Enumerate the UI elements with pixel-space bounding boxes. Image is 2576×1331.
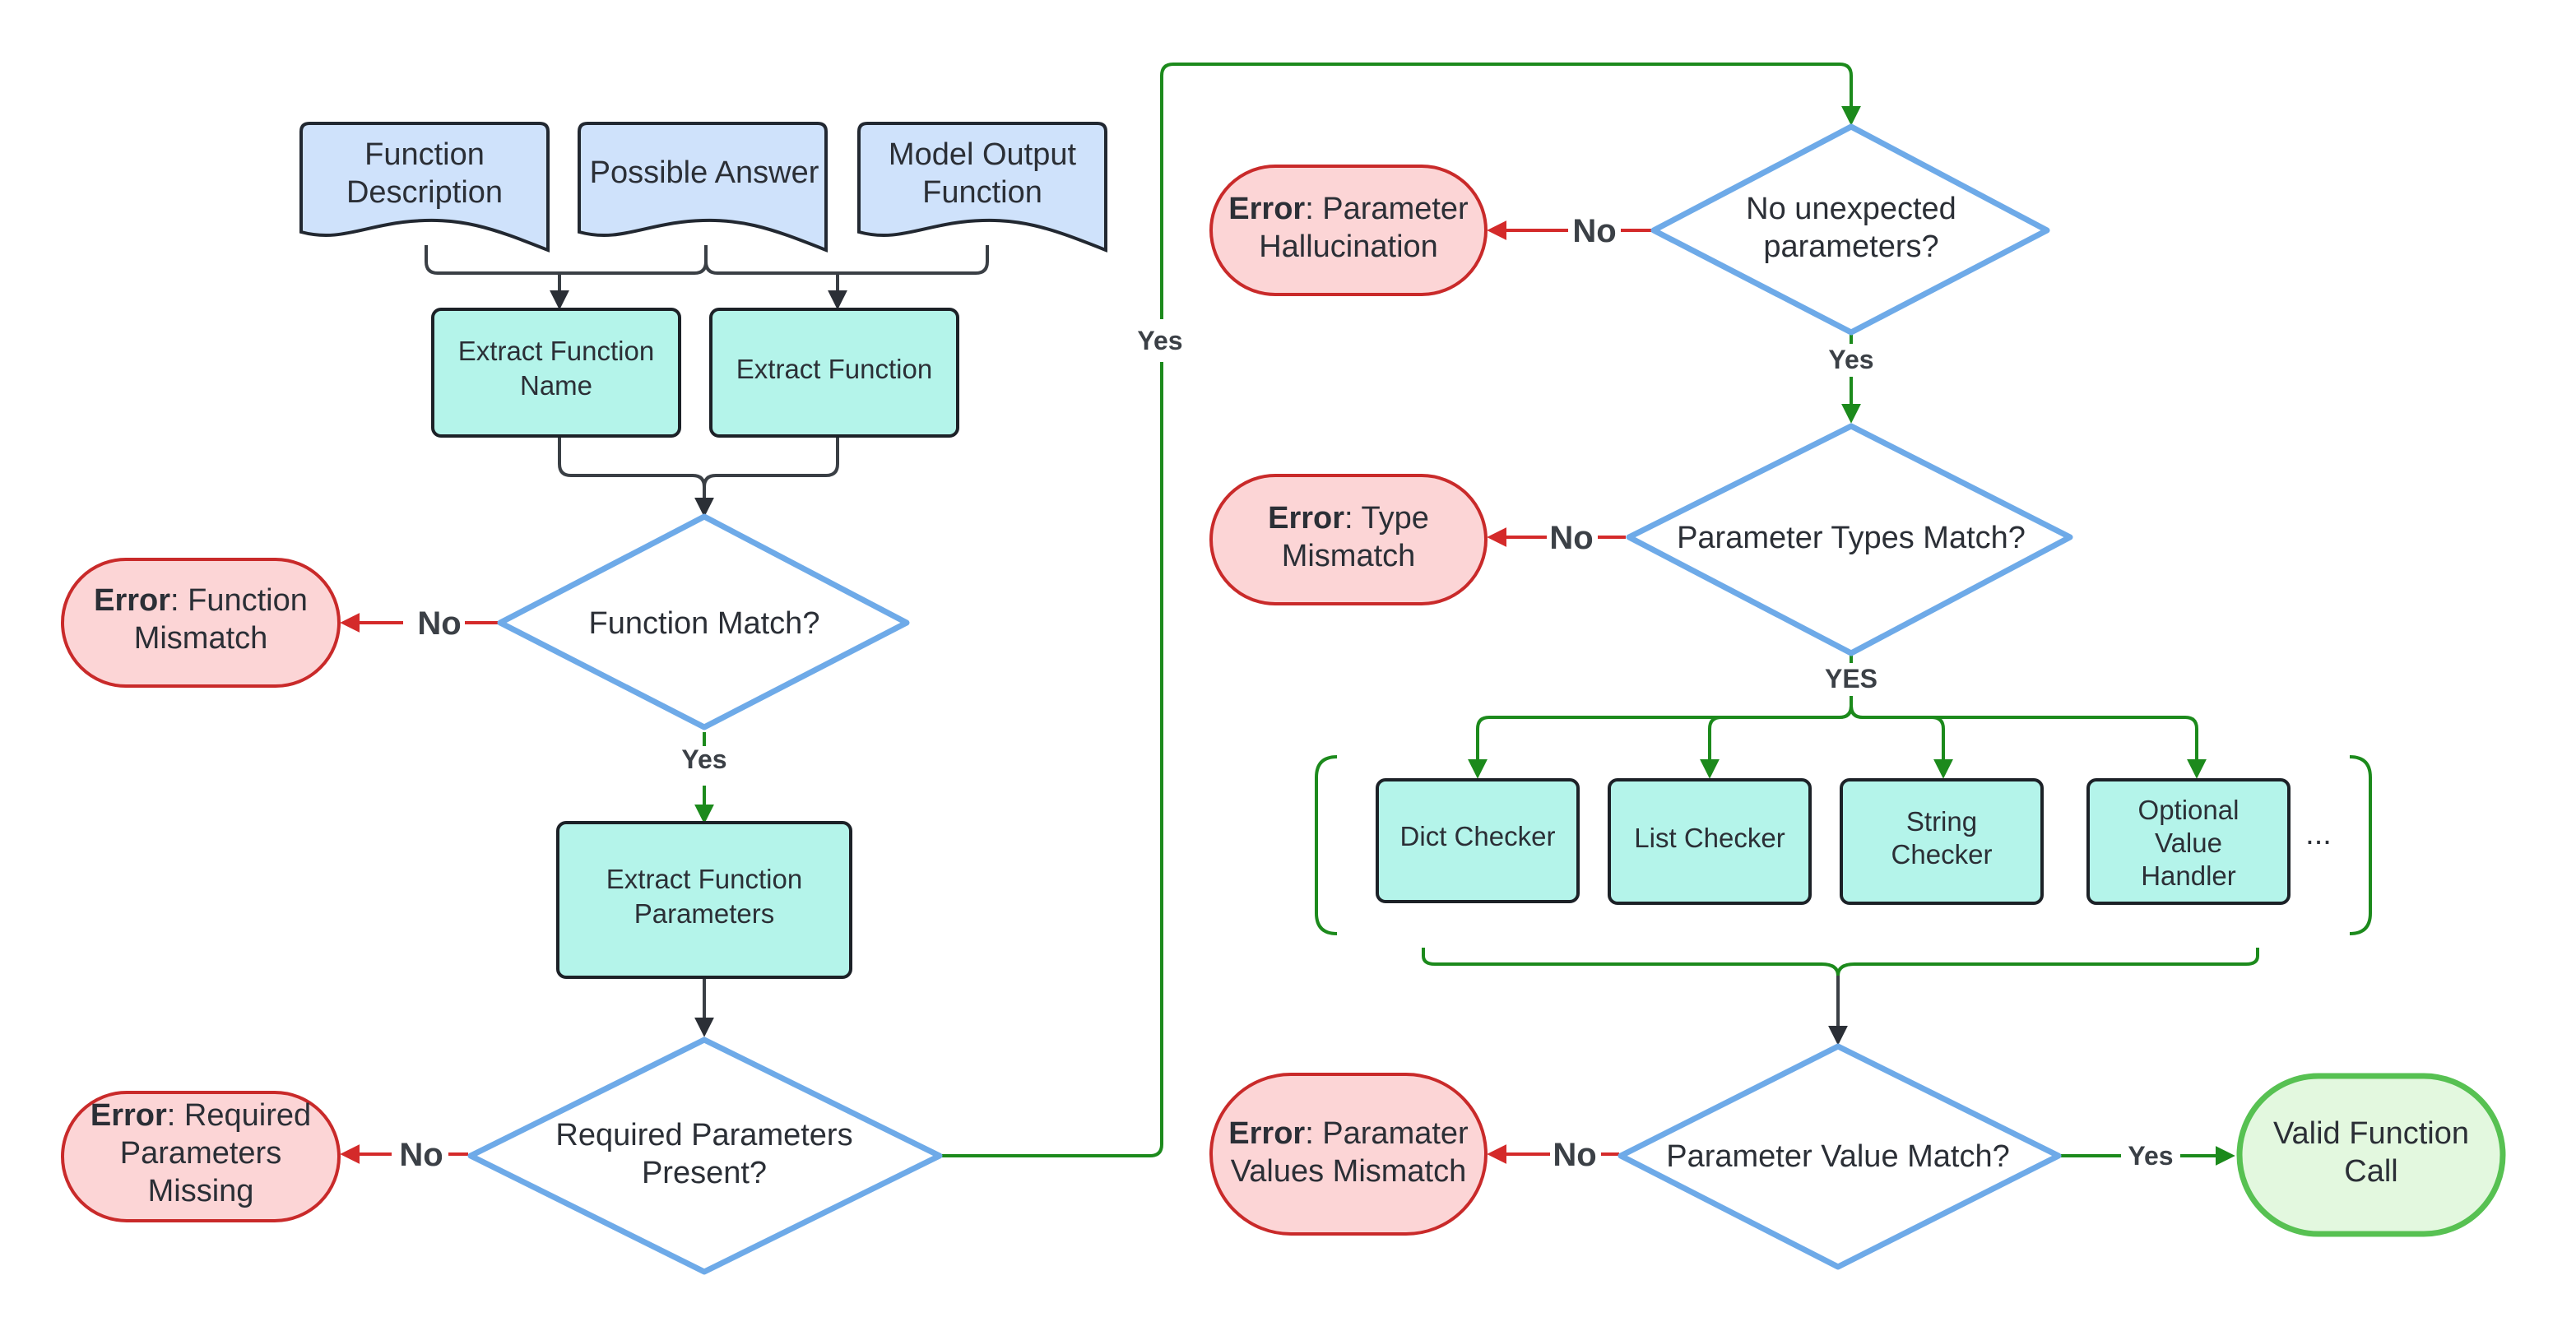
error-type-prefix: Error (1268, 501, 1344, 536)
error-type-line2: Mismatch (1282, 539, 1416, 573)
checker-list-line1: List Checker (1634, 823, 1785, 853)
svg-text:Error: Function: Error: Function (94, 583, 308, 618)
step-extract-function: Extract Function (709, 308, 959, 438)
error-required-parameters-missing: Error: Required Parameters Missing (61, 1091, 341, 1222)
input-model-output-line2: Function (922, 175, 1042, 210)
edge-name-to-match (558, 438, 714, 517)
error-required-line3: Missing (148, 1174, 254, 1208)
edge-output-to-function (838, 245, 989, 275)
checker-string-line2: Checker (1891, 839, 1993, 870)
svg-text:Error: Type: Error: Type (1268, 501, 1429, 536)
svg-text:Error: Required: Error: Required (91, 1098, 311, 1133)
checker-optional-line2: Value (2155, 828, 2222, 858)
edge-types-to-optional (1850, 705, 2207, 779)
decision-required-line1: Required Parameters (555, 1118, 852, 1152)
decision-parameter-value-match: Parameter Value Match? (1618, 1043, 2062, 1270)
label-unexpected-yes: Yes (1828, 345, 1873, 374)
checker-string-line1: String (1906, 806, 1977, 837)
checker-list: List Checker (1608, 778, 1812, 905)
input-function-description-line2: Description (346, 175, 503, 210)
label-required-no: No (399, 1137, 443, 1173)
checker-ellipsis: ... (2305, 817, 2332, 851)
edge-answer-split (559, 245, 708, 275)
error-function-mismatch-line1: : Function (170, 583, 308, 618)
result-valid-line2: Call (2344, 1154, 2397, 1189)
label-unexpected-no: No (1572, 213, 1616, 249)
error-parameter-values-mismatch: Error: Paramater Values Mismatch (1209, 1073, 1488, 1236)
step-extract-params-line1: Extract Function (606, 864, 802, 894)
decision-function-match: Function Match? (497, 513, 910, 730)
label-value-yes: Yes (2128, 1141, 2173, 1171)
input-model-output-line1: Model Output (889, 137, 1077, 172)
error-values-prefix: Error (1228, 1116, 1305, 1151)
connectors (344, 63, 2372, 1157)
label-required-yes: Yes (1137, 326, 1182, 355)
checker-group-bracket-left (1315, 755, 1338, 935)
decision-no-unexpected-parameters: No unexpected parameters? (1650, 123, 2050, 336)
svg-text:Error: Paramater: Error: Paramater (1228, 1116, 1469, 1151)
error-values-line2: Values Mismatch (1231, 1154, 1467, 1189)
edge-function-to-match (703, 438, 839, 488)
checker-optional-line3: Handler (2141, 860, 2236, 891)
step-extract-params-line2: Parameters (634, 898, 775, 929)
error-function-mismatch-line2: Mismatch (134, 621, 268, 656)
step-extract-function-name: Extract Function Name (431, 308, 681, 438)
step-extract-name-line2: Name (520, 370, 592, 401)
error-type-line1: : Type (1344, 501, 1429, 536)
result-valid-line1: Valid Function (2273, 1116, 2469, 1151)
svg-text:Error: Parameter: Error: Parameter (1228, 192, 1469, 226)
error-type-mismatch: Error: Type Mismatch (1209, 474, 1488, 605)
input-model-output-function: Model Output Function (857, 122, 1107, 253)
error-required-line2: Parameters (120, 1136, 281, 1171)
step-extract-function-line1: Extract Function (736, 354, 932, 384)
edge-types-to-list (1700, 705, 1853, 779)
step-extract-function-parameters: Extract Function Parameters (556, 821, 852, 979)
checker-dict: Dict Checker (1376, 778, 1580, 903)
label-value-no: No (1553, 1137, 1596, 1173)
input-function-description-line1: Function (364, 137, 485, 172)
input-possible-answer-line1: Possible Answer (590, 155, 819, 190)
error-function-mismatch: Error: Function Mismatch (61, 558, 341, 688)
error-parameter-hallucination: Error: Parameter Hallucination (1209, 165, 1488, 296)
decision-parameter-types-match: Parameter Types Match? (1626, 423, 2073, 656)
input-function-description: Function Description (299, 122, 550, 253)
decision-required-parameters: Required Parameters Present? (467, 1037, 943, 1275)
checker-group-bracket-right (2349, 755, 2372, 935)
error-values-line1: : Paramater (1305, 1116, 1469, 1151)
decision-value-line1: Parameter Value Match? (1666, 1139, 2010, 1174)
decision-unexpected-line2: parameters? (1763, 230, 1938, 264)
checker-optional-line1: Optional (2138, 795, 2239, 825)
checker-group-brace (1422, 948, 2259, 976)
error-required-prefix: Error (91, 1098, 167, 1133)
error-hallucination-prefix: Error (1228, 192, 1305, 226)
edge-labels: No Yes No Yes No Yes No YES No Yes (399, 213, 2173, 1173)
checker-optional-value-handler: Optional Value Handler (2086, 778, 2291, 905)
result-valid-function-call: Valid Function Call (2236, 1073, 2506, 1237)
error-hallucination-line1: : Parameter (1305, 192, 1469, 226)
checker-dict-line1: Dict Checker (1400, 821, 1556, 851)
edge-required-yes (938, 63, 1851, 1157)
error-function-mismatch-prefix: Error (94, 583, 170, 618)
error-required-line1: : Required (167, 1098, 311, 1133)
label-function-match-yes: Yes (681, 744, 726, 774)
decision-function-match-line1: Function Match? (589, 606, 820, 641)
label-types-yes: YES (1825, 664, 1877, 693)
label-function-match-no: No (417, 605, 461, 642)
decision-required-line2: Present? (642, 1156, 767, 1190)
decision-types-line1: Parameter Types Match? (1677, 521, 2026, 555)
input-possible-answer: Possible Answer (578, 122, 828, 253)
error-hallucination-line2: Hallucination (1259, 230, 1438, 264)
checker-string: String Checker (1840, 778, 2044, 905)
edge-description-to-name (425, 245, 569, 310)
label-types-no: No (1549, 520, 1593, 556)
step-extract-name-line1: Extract Function (458, 336, 654, 366)
edge-answer-to-function (704, 247, 847, 310)
decision-unexpected-line1: No unexpected (1746, 192, 1956, 226)
